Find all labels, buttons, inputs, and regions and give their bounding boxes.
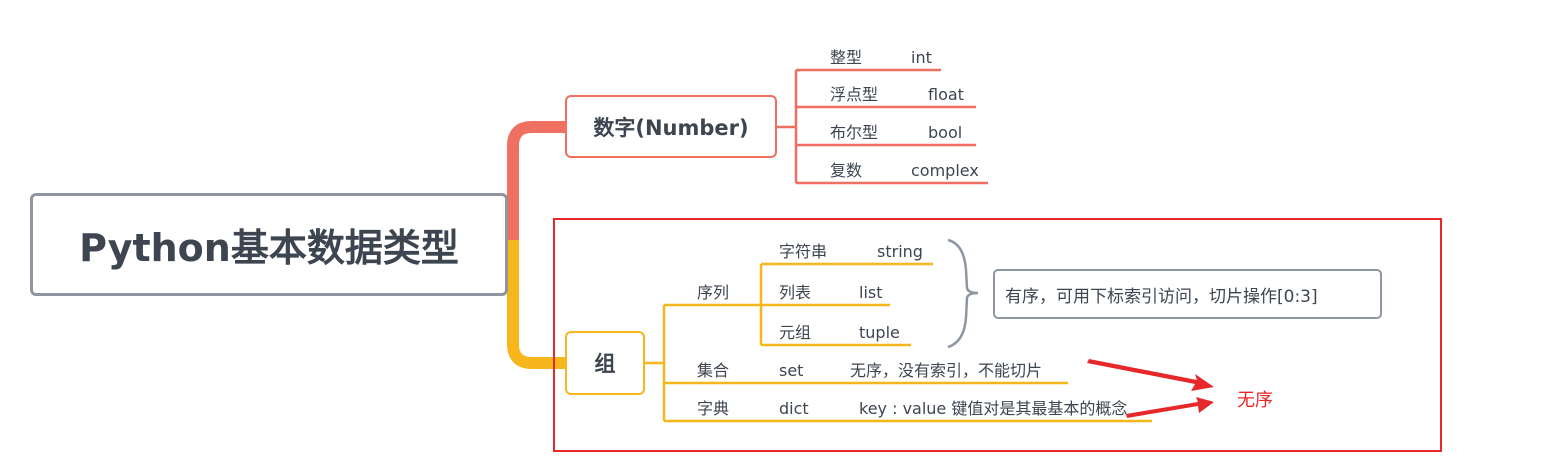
sequence-item-cn: 字符串 bbox=[779, 242, 828, 261]
sequence-item-en: tuple bbox=[859, 323, 900, 342]
sequence-note: 有序，可用下标索引访问，切片操作[0:3] bbox=[993, 269, 1382, 319]
trunk-to-number bbox=[507, 121, 565, 250]
number-item-cn: 浮点型 bbox=[830, 85, 879, 104]
dict-type: dict bbox=[779, 399, 809, 418]
sequence-item-cn: 列表 bbox=[779, 283, 812, 302]
number-item-cn: 布尔型 bbox=[830, 123, 879, 142]
sequence-label: 序列 bbox=[697, 283, 730, 302]
set-desc: 无序，没有索引，不能切片 bbox=[850, 361, 1043, 380]
number-node: 数字(Number) bbox=[565, 95, 777, 158]
dict-desc: key : value 键值对是其最基本的概念 bbox=[859, 399, 1128, 418]
number-branch-lines bbox=[777, 68, 988, 185]
sequence-item-cn: 元组 bbox=[779, 323, 812, 342]
dict-label: 字典 bbox=[697, 399, 730, 418]
trunk-to-group bbox=[507, 240, 565, 369]
group-branch-lines bbox=[645, 262, 1152, 423]
number-item-cn: 整型 bbox=[830, 48, 863, 67]
sequence-item-en: list bbox=[859, 283, 883, 302]
number-item-en: bool bbox=[928, 123, 963, 142]
annotation-arrows bbox=[1087, 359, 1214, 418]
group-node: 组 bbox=[565, 331, 645, 395]
sequence-bracket bbox=[947, 238, 979, 349]
unordered-annotation: 无序 bbox=[1237, 390, 1273, 411]
set-label: 集合 bbox=[697, 361, 730, 380]
number-item-en: float bbox=[928, 85, 964, 104]
number-item-en: int bbox=[911, 48, 932, 67]
sequence-item-en: string bbox=[877, 242, 923, 261]
number-item-en: complex bbox=[911, 161, 979, 180]
number-item-cn: 复数 bbox=[830, 161, 863, 180]
highlight-box bbox=[553, 218, 1442, 452]
set-type: set bbox=[779, 361, 804, 380]
root-node: Python基本数据类型 bbox=[30, 193, 508, 296]
